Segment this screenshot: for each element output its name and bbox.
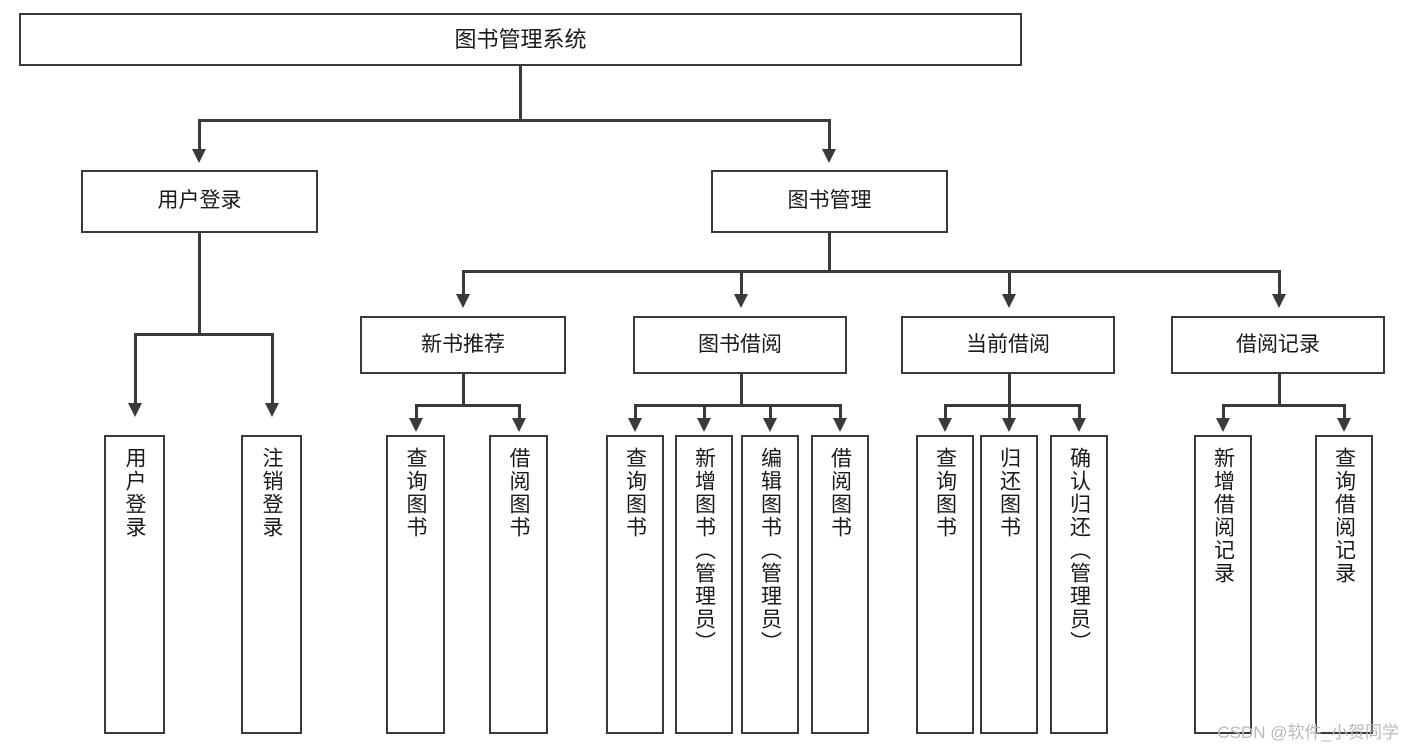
connector-bm-to-borrow-record	[1278, 270, 1281, 296]
arrowhead-icon	[409, 418, 423, 432]
connector-bm-to-book-borrow	[740, 270, 743, 296]
node-borrow-record[interactable]: 借阅记录	[1171, 316, 1385, 374]
connector-bb-to-leaf-4	[839, 404, 842, 420]
node-label: 用户登录	[157, 189, 242, 213]
arrowhead-icon	[938, 418, 952, 432]
node-current-borrow[interactable]: 当前借阅	[901, 316, 1115, 374]
connector-user-login-bus	[134, 333, 273, 336]
arrowhead-icon	[763, 418, 777, 432]
connector-nbr-to-leaf-1	[415, 404, 418, 420]
leaf-confirm-return[interactable]: 确认归还（管理员）	[1050, 435, 1108, 734]
connector-cb-bus	[944, 404, 1081, 407]
arrowhead-icon	[1002, 294, 1016, 308]
connector-nbr-to-leaf-2	[518, 404, 521, 420]
node-book-management[interactable]: 图书管理	[711, 170, 948, 233]
connector-user-login-stem	[198, 233, 201, 335]
node-label: 归还图书	[997, 447, 1021, 539]
leaf-borrow-book-1[interactable]: 借阅图书	[489, 435, 548, 734]
arrowhead-icon	[1072, 418, 1086, 432]
node-label: 图书管理系统	[454, 26, 587, 52]
node-book-borrow[interactable]: 图书借阅	[633, 316, 847, 374]
node-label: 注销登录	[260, 447, 283, 539]
node-root-book-management-system[interactable]: 图书管理系统	[19, 13, 1022, 66]
arrowhead-icon	[1272, 294, 1286, 308]
connector-cb-to-leaf-1	[944, 404, 947, 420]
arrowhead-icon	[1216, 418, 1230, 432]
arrowhead-icon	[734, 294, 748, 308]
leaf-logout-login[interactable]: 注销登录	[241, 435, 302, 734]
leaf-user-login[interactable]: 用户登录	[104, 435, 165, 734]
connector-bm-to-new-book-recommend	[462, 270, 465, 296]
node-label: 图书管理	[787, 189, 872, 213]
leaf-return-book[interactable]: 归还图书	[980, 435, 1038, 734]
node-label: 当前借阅	[966, 332, 1050, 356]
connector-nbr-bus	[415, 404, 520, 407]
node-label: 借阅记录	[1236, 332, 1320, 356]
node-label: 查询借阅记录	[1332, 447, 1356, 585]
leaf-borrow-book-2[interactable]: 借阅图书	[811, 435, 869, 734]
connector-bm-to-current-borrow	[1008, 270, 1011, 296]
connector-cb-to-leaf-3	[1078, 404, 1081, 420]
node-label: 借阅图书	[828, 447, 852, 539]
node-label: 编辑图书（管理员）	[758, 447, 782, 654]
leaf-query-record[interactable]: 查询借阅记录	[1315, 435, 1373, 734]
arrowhead-icon	[1337, 418, 1351, 432]
connector-nbr-stem	[462, 374, 465, 406]
connector-book-management-stem	[828, 233, 831, 272]
leaf-query-book-1[interactable]: 查询图书	[386, 435, 445, 734]
arrowhead-icon	[1002, 418, 1016, 432]
node-new-book-recommend[interactable]: 新书推荐	[360, 316, 566, 374]
node-label: 借阅图书	[507, 447, 530, 539]
node-user-login[interactable]: 用户登录	[81, 170, 318, 233]
arrowhead-icon	[697, 418, 711, 432]
leaf-edit-book[interactable]: 编辑图书（管理员）	[741, 435, 799, 734]
connector-br-stem	[1278, 374, 1281, 406]
connector-br-to-leaf-2	[1343, 404, 1346, 420]
node-label: 查询图书	[623, 447, 647, 539]
connector-bb-to-leaf-2	[703, 404, 706, 420]
leaf-query-book-2[interactable]: 查询图书	[606, 435, 664, 734]
leaf-add-book[interactable]: 新增图书（管理员）	[675, 435, 733, 734]
node-label: 查询图书	[933, 447, 957, 539]
connector-user-login-to-leaf-2	[271, 333, 274, 405]
connector-root-to-book-management	[828, 119, 831, 151]
leaf-query-book-3[interactable]: 查询图书	[916, 435, 974, 734]
arrowhead-icon	[265, 403, 279, 417]
arrowhead-icon	[822, 149, 836, 163]
connector-root-stem	[519, 66, 522, 119]
arrowhead-icon	[128, 403, 142, 417]
connector-bb-to-leaf-3	[769, 404, 772, 420]
arrowhead-icon	[512, 418, 526, 432]
connector-br-to-leaf-1	[1222, 404, 1225, 420]
connector-bb-stem	[740, 374, 743, 406]
node-label: 用户登录	[123, 447, 146, 539]
connector-br-bus	[1222, 404, 1346, 407]
node-label: 查询图书	[404, 447, 427, 539]
connector-bb-bus	[634, 404, 842, 407]
connector-root-bus	[198, 119, 831, 122]
arrowhead-icon	[833, 418, 847, 432]
node-label: 新增借阅记录	[1211, 447, 1235, 585]
connector-cb-stem	[1008, 374, 1011, 406]
node-label: 新增图书（管理员）	[692, 447, 716, 654]
connector-bb-to-leaf-1	[634, 404, 637, 420]
arrowhead-icon	[456, 294, 470, 308]
arrowhead-icon	[628, 418, 642, 432]
connector-root-to-user-login	[198, 119, 201, 151]
node-label: 图书借阅	[698, 332, 782, 356]
connector-cb-to-leaf-2	[1008, 404, 1011, 420]
node-label: 确认归还（管理员）	[1067, 447, 1091, 654]
leaf-add-record[interactable]: 新增借阅记录	[1194, 435, 1252, 734]
node-label: 新书推荐	[421, 332, 505, 356]
arrowhead-icon	[192, 149, 206, 163]
connector-book-management-bus	[462, 270, 1280, 273]
connector-user-login-to-leaf-1	[134, 333, 137, 405]
